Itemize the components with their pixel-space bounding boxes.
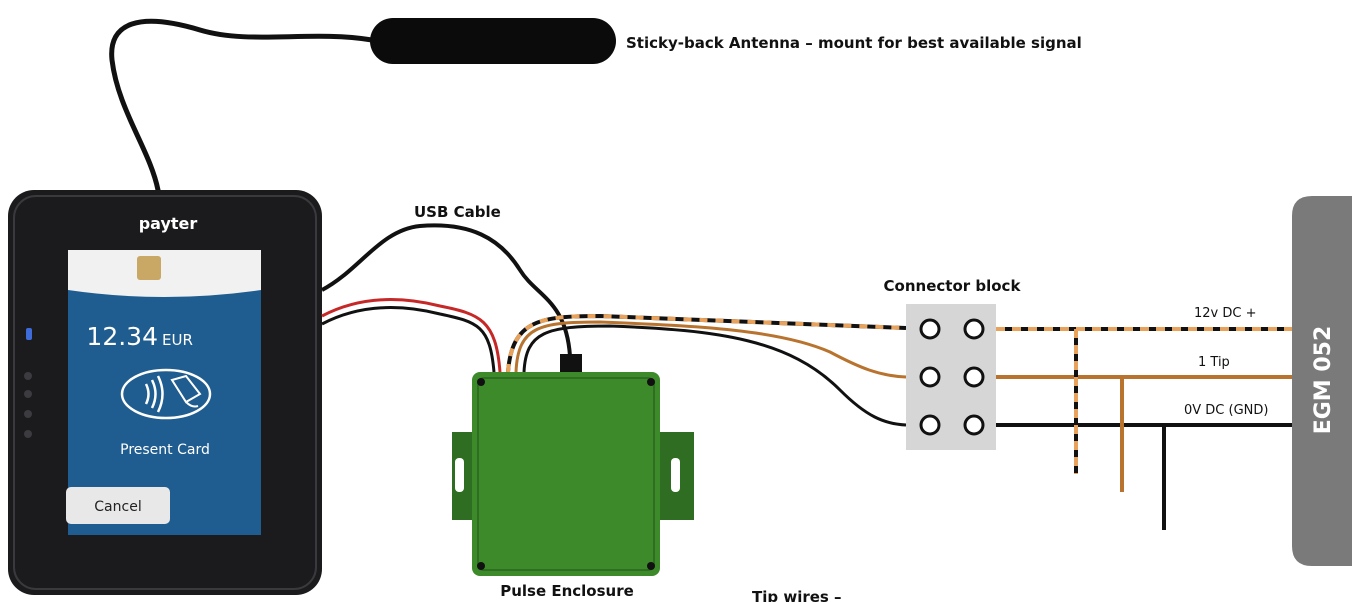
antenna-cable [109, 18, 375, 193]
connector-block [906, 304, 996, 450]
antenna [370, 18, 616, 64]
card-slot [68, 250, 261, 290]
wire-label-ground: 0V DC (GND) [1184, 403, 1268, 418]
terminal-screw [919, 318, 941, 340]
antenna-label: Sticky-back Antenna – mount for best ava… [626, 34, 1082, 52]
cancel-button-label: Cancel [94, 499, 141, 515]
status-led [26, 328, 32, 340]
wire-label-power: 12v DC + [1194, 306, 1256, 321]
pulse-enclosure [452, 354, 694, 576]
terminal-screw [963, 366, 985, 388]
egm-label: EGM 052 [1311, 326, 1336, 435]
egm-box [1292, 196, 1352, 566]
terminal-prompt: Present Card [120, 442, 210, 458]
side-indicator [24, 372, 32, 380]
usb-cable [321, 223, 572, 357]
pulse-enclosure-label: Pulse Enclosure [500, 582, 634, 600]
terminal-screw [963, 318, 985, 340]
wire-label-tip: 1 Tip [1198, 355, 1230, 370]
usb-port [560, 354, 582, 372]
chip-icon [137, 256, 161, 280]
contactless-icon [120, 368, 212, 420]
connector-block-label: Connector block [884, 277, 1022, 295]
usb-cable-label: USB Cable [414, 203, 501, 221]
terminal-brand: payter [139, 214, 198, 233]
payment-terminal: payter 12.34 EUR Present Card Cancel [8, 190, 322, 595]
side-indicator [24, 410, 32, 418]
tip-wires-label: Tip wires – [752, 588, 842, 602]
terminal-screw [919, 366, 941, 388]
side-indicator [24, 430, 32, 438]
terminal-currency: EUR [162, 331, 193, 349]
cancel-button[interactable] [66, 487, 170, 524]
side-indicator [24, 390, 32, 398]
terminal-amount: 12.34 [86, 322, 158, 351]
terminal-screw [963, 414, 985, 436]
terminal-screw [919, 414, 941, 436]
